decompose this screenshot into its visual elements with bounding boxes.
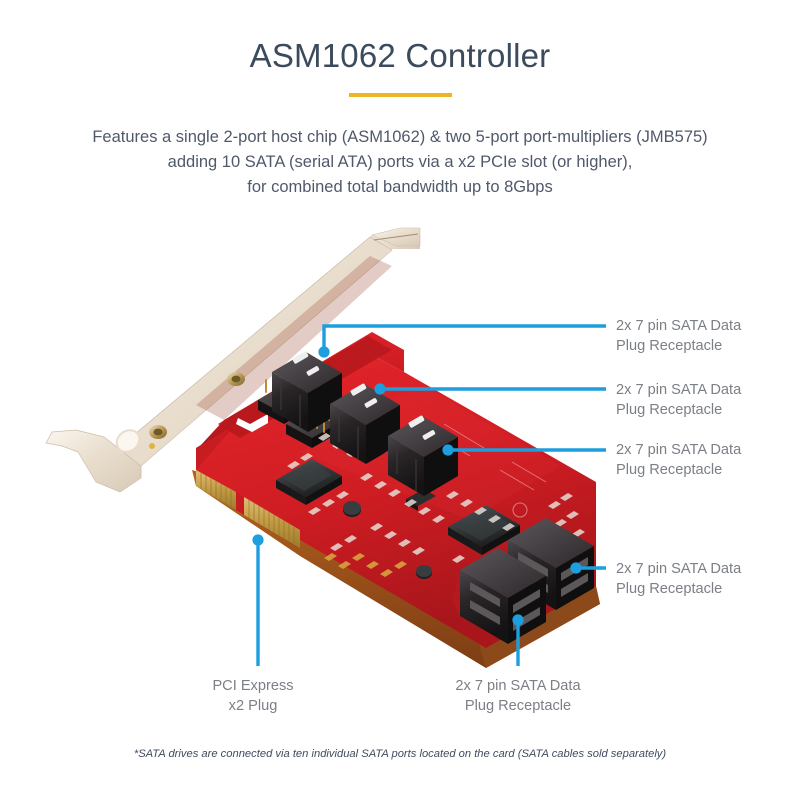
controller-chip-asm1062 xyxy=(276,459,342,505)
callout-sata-top-2: 2x 7 pin SATA Data Plug Receptacle xyxy=(616,380,741,420)
page-title: ASM1062 Controller xyxy=(249,37,551,74)
callout-line-1: 2x 7 pin SATA Data xyxy=(616,561,742,577)
callout-pcie-plug: PCI Express x2 Plug xyxy=(153,676,353,716)
callout-line-1: PCI Express xyxy=(212,678,294,694)
title-underline-rule xyxy=(349,93,452,97)
callout-leader-lines xyxy=(252,324,606,666)
page-subtitle: Features a single 2-port host chip (ASM1… xyxy=(50,125,750,200)
callout-line-2: Plug Receptacle xyxy=(616,462,723,479)
footnote-text: *SATA drives are connected via ten indiv… xyxy=(133,748,667,760)
sata-connector-top-1 xyxy=(272,351,342,432)
subtitle-line-3: for combined total bandwidth up to 8Gbps xyxy=(247,178,553,197)
subtitle-line-2: adding 10 SATA (serial ATA) ports via a … xyxy=(167,153,633,172)
smd-components-gold xyxy=(324,553,407,577)
callout-line-1: 2x 7 pin SATA Data xyxy=(616,442,742,458)
pcie-gold-fingers xyxy=(196,470,300,548)
callout-line-2: Plug Receptacle xyxy=(464,698,572,715)
bracket-screw-top xyxy=(227,372,245,386)
callout-sata-top-3: 2x 7 pin SATA Data Plug Receptacle xyxy=(616,440,741,480)
callout-line-1: 2x 7 pin SATA Data xyxy=(616,318,742,334)
bracket-screw-bottom xyxy=(149,425,167,439)
callout-line-2: Plug Receptacle xyxy=(616,338,723,355)
callout-line-1: 2x 7 pin SATA Data xyxy=(616,382,742,398)
callout-line-2: x2 Plug xyxy=(228,698,278,715)
smd-components xyxy=(287,433,585,571)
callout-line-2: Plug Receptacle xyxy=(616,581,723,598)
callout-line-2: Plug Receptacle xyxy=(616,402,723,419)
callout-sata-top-1: 2x 7 pin SATA Data Plug Receptacle xyxy=(616,316,741,356)
sata-connector-top-2 xyxy=(330,383,400,464)
subtitle-line-1: Features a single 2-port host chip (ASM1… xyxy=(92,128,708,146)
callout-line-1: 2x 7 pin SATA Data xyxy=(455,678,581,694)
callout-sata-bottom-5: 2x 7 pin SATA Data Plug Receptacle xyxy=(418,676,618,716)
callout-sata-right-4: 2x 7 pin SATA Data Plug Receptacle xyxy=(616,559,741,599)
